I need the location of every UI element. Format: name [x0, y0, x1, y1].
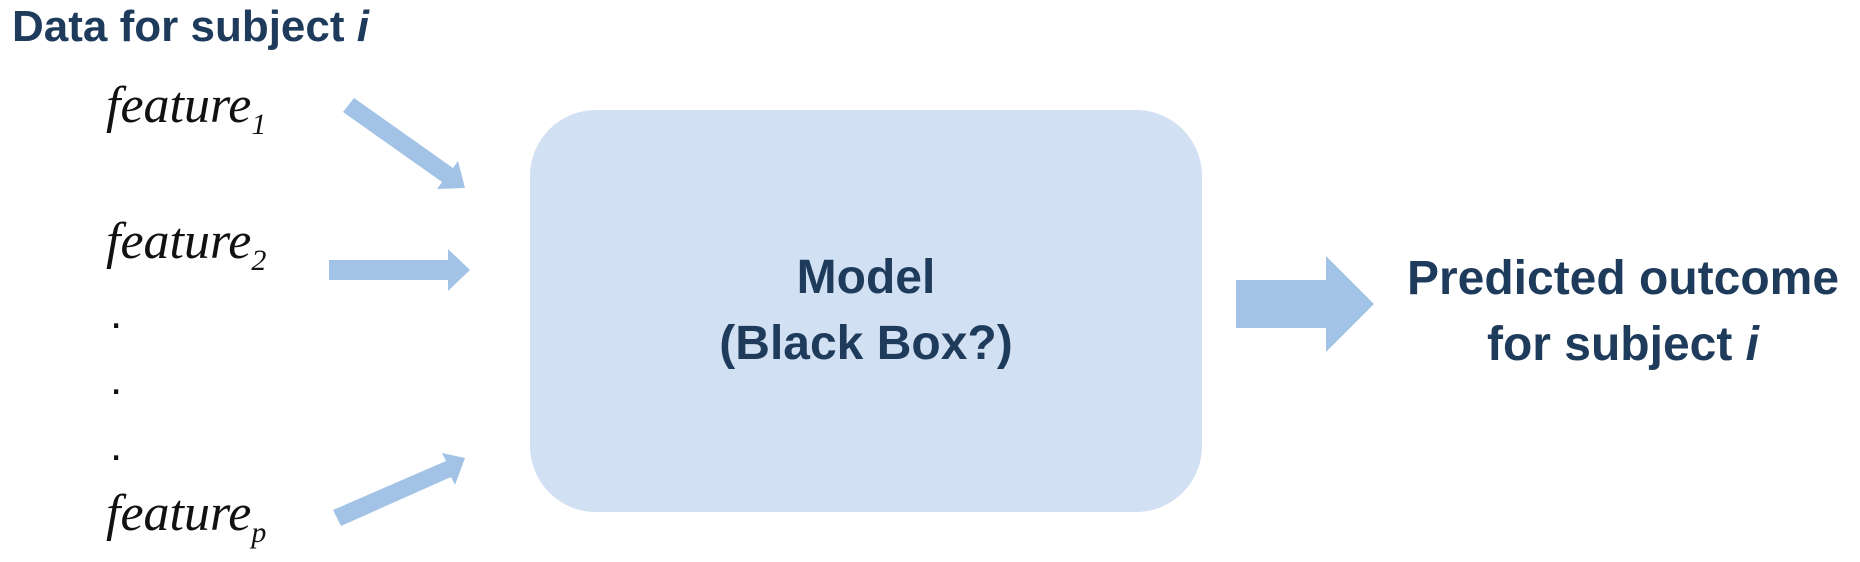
header-text: Data for subject — [12, 2, 357, 51]
header-subject-var: i — [356, 2, 369, 51]
feature-p-label: featurep — [106, 485, 266, 548]
model-title: Model — [796, 251, 936, 304]
feature-2-name: feature — [106, 213, 252, 270]
outcome-line-1: Predicted outcome — [1406, 252, 1840, 305]
model-subtitle: (Black Box?) — [719, 317, 1013, 370]
feature-1-subscript: 1 — [251, 108, 267, 141]
feature-p-name: feature — [106, 485, 252, 542]
ellipsis-dot-3: . — [110, 421, 123, 470]
feature-2-subscript: 2 — [251, 244, 267, 277]
ellipsis-dot-2: . — [110, 355, 123, 404]
outcome-line-2-text: for subject — [1486, 318, 1746, 371]
feature-p-subscript: p — [251, 516, 267, 549]
arrow-feature-2-to-model — [329, 249, 470, 291]
ellipsis-dot-1: . — [110, 289, 123, 338]
diagram-header: Data for subject i — [12, 2, 369, 52]
arrow-model-to-outcome — [1236, 256, 1374, 352]
outcome-subject-var: i — [1745, 318, 1760, 371]
arrow-feature-p-to-model — [333, 453, 465, 526]
feature-1-name: feature — [106, 77, 252, 134]
outcome-line-2: for subject i — [1388, 312, 1858, 378]
feature-1-label: feature1 — [106, 77, 266, 140]
feature-2-label: feature2 — [106, 213, 266, 276]
model-box: Model (Black Box?) — [530, 110, 1202, 512]
predicted-outcome-label: Predicted outcome for subject i — [1388, 246, 1858, 378]
arrow-feature-1-to-model — [343, 98, 465, 189]
